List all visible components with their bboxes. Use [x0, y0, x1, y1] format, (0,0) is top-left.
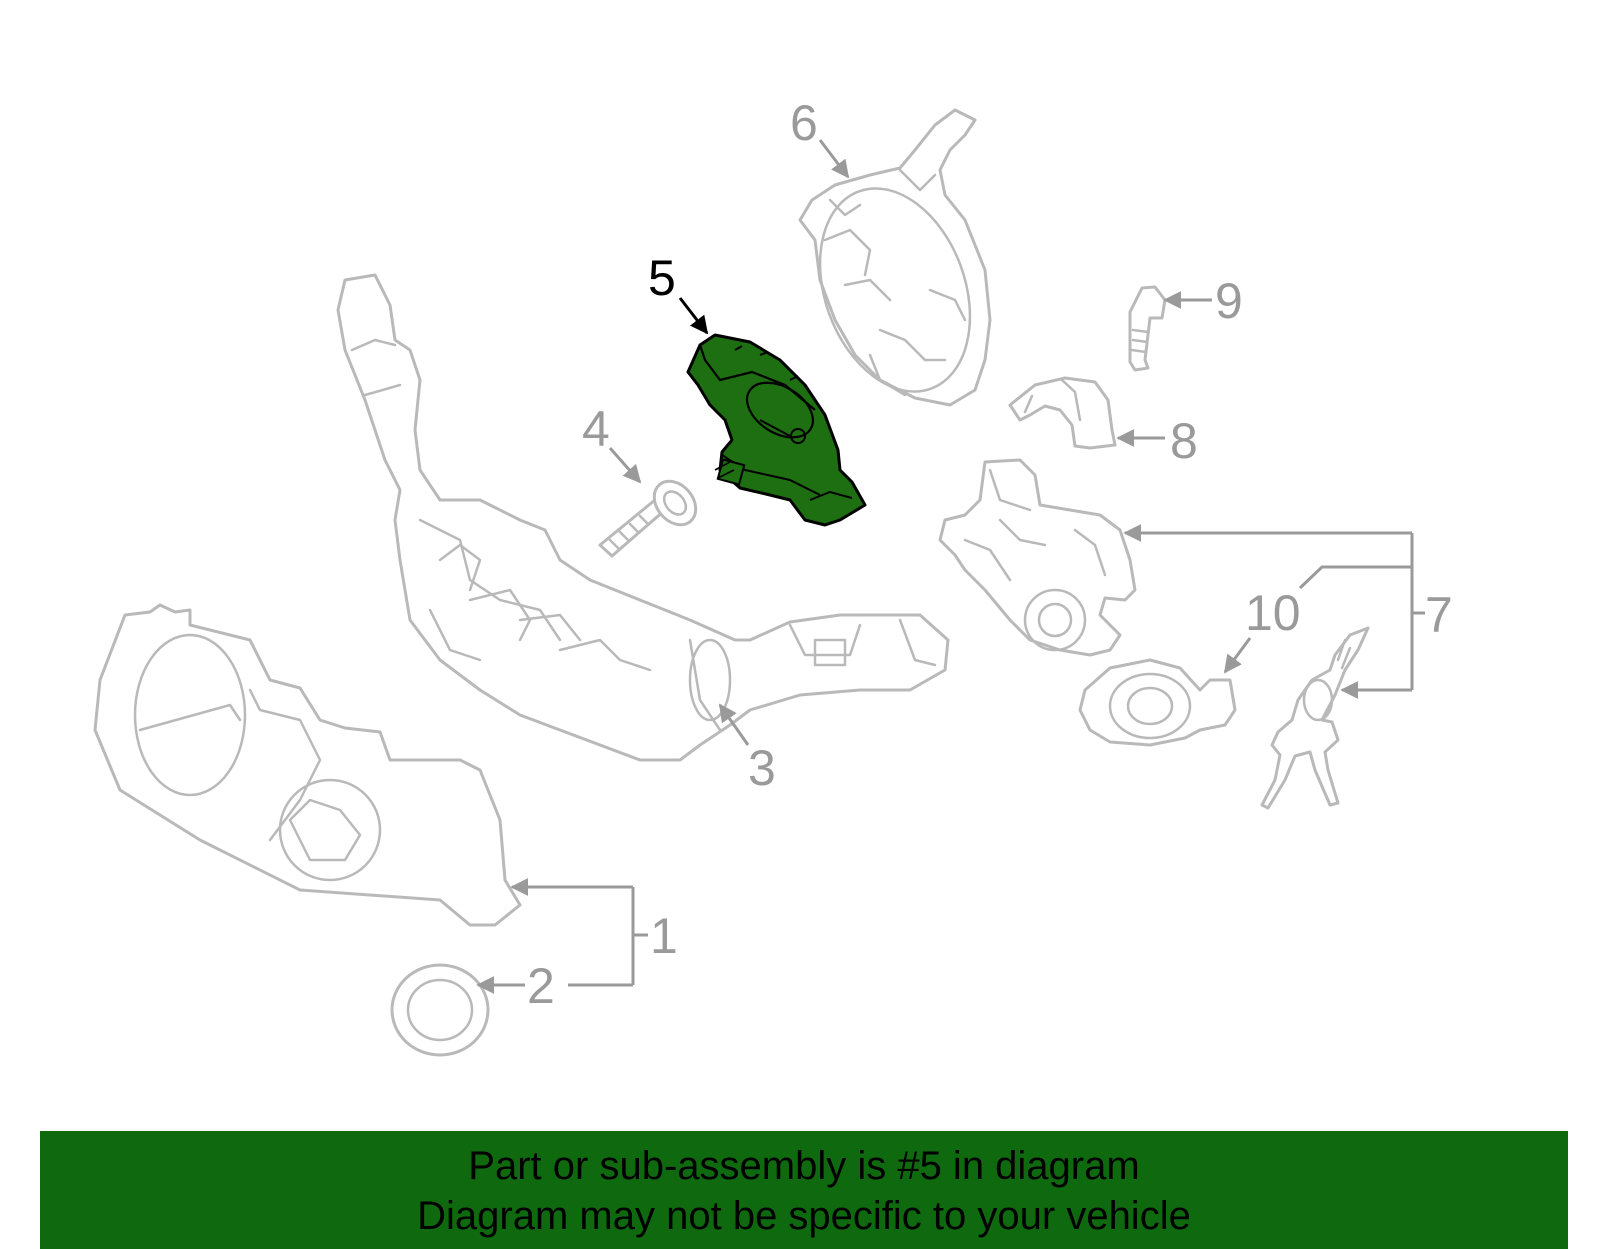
part-9-bolt: [1128, 285, 1167, 372]
callout-2: 2: [527, 958, 555, 1014]
leader-3: [718, 703, 750, 746]
part-5-body: [686, 333, 867, 527]
part-7-ignition-lock: [938, 458, 1137, 657]
callout-4: 4: [582, 401, 610, 457]
part-5-highlighted: [686, 333, 867, 527]
leader-7: [1125, 531, 1425, 692]
part-2-ring: [390, 963, 490, 1057]
part-3-combination-switch: [336, 273, 950, 762]
part-8-bracket: [1008, 376, 1117, 450]
leader-4: [608, 447, 642, 484]
callout-6: 6: [790, 95, 818, 151]
leader-6: [818, 139, 850, 179]
part-4-screw: [598, 479, 698, 558]
parts-diagram: 1 2 3 4 5 6 7 8 9 10: [93, 95, 1453, 1057]
banner-line-disclaimer: Diagram may not be specific to your vehi…: [417, 1194, 1191, 1238]
part-1-column-shroud: [93, 603, 522, 927]
callout-5: 5: [648, 250, 676, 306]
callout-7: 7: [1425, 587, 1453, 643]
leader-lines: [476, 139, 1425, 994]
part-6-coil-assembly: [798, 108, 992, 407]
info-banner: Part or sub-assembly is #5 in diagram Di…: [40, 1131, 1568, 1249]
leader-1: [512, 885, 648, 987]
leader-10: [1223, 637, 1252, 674]
banner-line-part: Part or sub-assembly is #5 in diagram: [468, 1144, 1140, 1188]
part-10-lock-cylinder: [1078, 658, 1237, 747]
callout-9: 9: [1215, 273, 1243, 329]
callout-10: 10: [1245, 585, 1301, 641]
callout-3: 3: [748, 740, 776, 796]
callout-8: 8: [1170, 413, 1198, 469]
callout-1: 1: [650, 908, 678, 964]
part-7-keys: [1260, 626, 1370, 810]
leader-5: [678, 297, 709, 335]
